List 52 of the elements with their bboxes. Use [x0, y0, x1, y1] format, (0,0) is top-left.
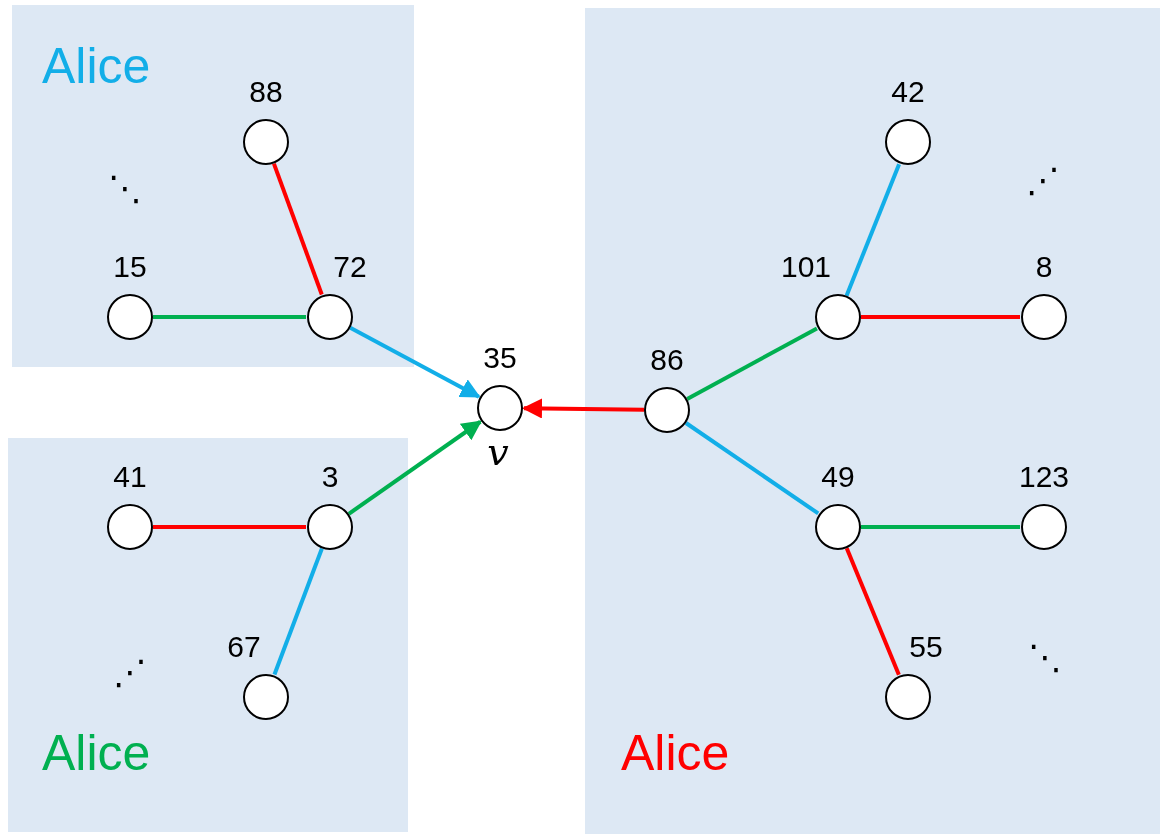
node-circle	[307, 294, 353, 340]
node-circle	[477, 385, 523, 431]
connector-line	[686, 326, 818, 401]
variable-label: v	[487, 433, 509, 471]
connector-line	[844, 547, 901, 676]
node-circle	[1021, 504, 1067, 550]
node-number: 86	[650, 345, 684, 375]
node-number: 101	[780, 252, 832, 282]
node-number: 55	[909, 632, 943, 662]
node-circle	[644, 387, 690, 433]
node-number: 123	[1018, 462, 1070, 492]
node-number: 8	[1035, 252, 1053, 282]
connector-line	[153, 315, 306, 319]
group-panel	[12, 5, 414, 367]
node-number: 49	[821, 462, 855, 492]
group-title: Alice	[621, 728, 730, 778]
node-number: 35	[483, 343, 517, 373]
group-title: Alice	[42, 41, 151, 91]
node-number: 72	[333, 252, 367, 282]
connector-line	[684, 421, 820, 516]
ellipsis-mark: ⋱	[1028, 640, 1062, 674]
arrow	[522, 398, 645, 419]
connector-line	[861, 525, 1020, 529]
connector-line	[272, 162, 324, 296]
node-circle	[885, 119, 931, 165]
node-circle	[243, 119, 289, 165]
ellipsis-mark: ⋰	[113, 655, 147, 689]
arrow	[347, 420, 482, 516]
ellipsis-mark: ⋱	[108, 171, 142, 205]
node-number: 15	[113, 252, 147, 282]
connector-line	[153, 525, 306, 529]
ellipsis-mark: ⋰	[1026, 163, 1060, 197]
node-number: 42	[891, 77, 925, 107]
node-circle	[243, 674, 289, 720]
node-number: 88	[249, 77, 283, 107]
node-circle	[107, 504, 153, 550]
connector-line	[272, 547, 324, 676]
group-panel	[585, 8, 1160, 834]
node-circle	[885, 674, 931, 720]
node-circle	[107, 294, 153, 340]
node-number: 41	[113, 462, 147, 492]
node-circle	[815, 294, 861, 340]
group-title: Alice	[42, 728, 151, 778]
connector-line	[844, 163, 901, 297]
node-number: 67	[227, 632, 261, 662]
node-circle	[815, 504, 861, 550]
node-circle	[1021, 294, 1067, 340]
node-circle	[307, 504, 353, 550]
group-panel	[8, 438, 408, 832]
arrow	[349, 326, 481, 399]
node-number: 3	[321, 462, 339, 492]
connector-line	[861, 315, 1020, 319]
